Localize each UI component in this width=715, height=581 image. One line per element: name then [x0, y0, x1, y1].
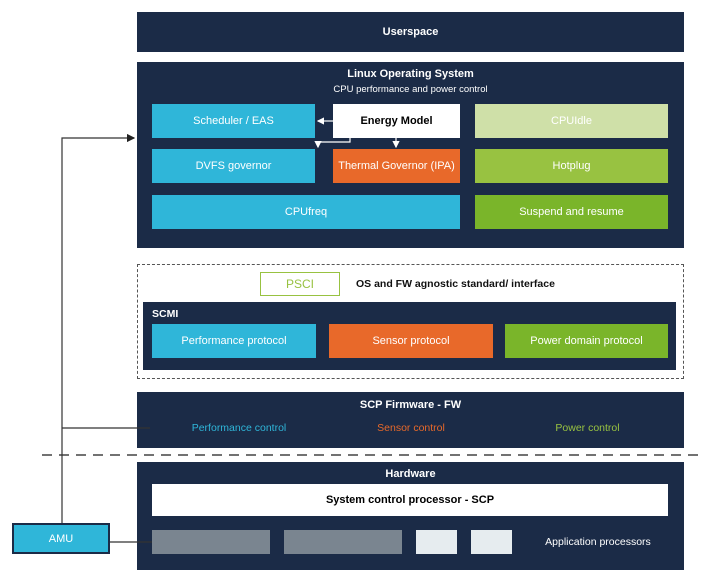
sensor-protocol-box: Sensor protocol: [329, 324, 493, 358]
userspace-block: Userspace: [137, 12, 684, 52]
app-processor-core-1: [152, 530, 270, 554]
cpufreq-box: CPUfreq: [152, 195, 460, 229]
performance-protocol-box: Performance protocol: [152, 324, 316, 358]
suspend-resume-box: Suspend and resume: [475, 195, 668, 229]
userspace-label: Userspace: [382, 26, 439, 38]
linux-os-subtitle: CPU performance and power control: [333, 84, 488, 95]
interface-label: OS and FW agnostic standard/ interface: [356, 278, 555, 290]
hardware-title: Hardware: [385, 468, 436, 480]
scp-box: System control processor - SCP: [152, 484, 668, 516]
dvfs-governor-box: DVFS governor: [152, 149, 315, 183]
sensor-control-label: Sensor control: [377, 422, 445, 434]
amu-box: AMU: [12, 523, 110, 554]
scmi-title: SCMI: [152, 308, 179, 320]
app-processor-core-4: [471, 530, 512, 554]
linux-os-title: Linux Operating System: [347, 68, 474, 80]
thermal-governor-box: Thermal Governor (IPA): [333, 149, 460, 183]
power-control-label: Power control: [555, 422, 620, 434]
app-processors-label: Application processors: [545, 536, 651, 548]
cpuidle-box: CPUIdle: [475, 104, 668, 138]
interface-dashed-region: [137, 264, 684, 379]
app-processor-core-3: [416, 530, 457, 554]
app-processor-core-2: [284, 530, 402, 554]
scp-firmware-title: SCP Firmware - FW: [359, 399, 462, 411]
power-domain-protocol-box: Power domain protocol: [505, 324, 668, 358]
performance-control-label: Performance control: [191, 422, 287, 434]
energy-to-dvfs-arrow: [314, 138, 351, 149]
scheduler-eas-box: Scheduler / EAS: [152, 104, 315, 138]
amu-to-linux-arrow: [61, 133, 136, 523]
energy-model-box: Energy Model: [333, 104, 460, 138]
psci-box: PSCI: [260, 272, 340, 296]
hotplug-box: Hotplug: [475, 149, 668, 183]
scp-firmware-block: [137, 392, 684, 448]
